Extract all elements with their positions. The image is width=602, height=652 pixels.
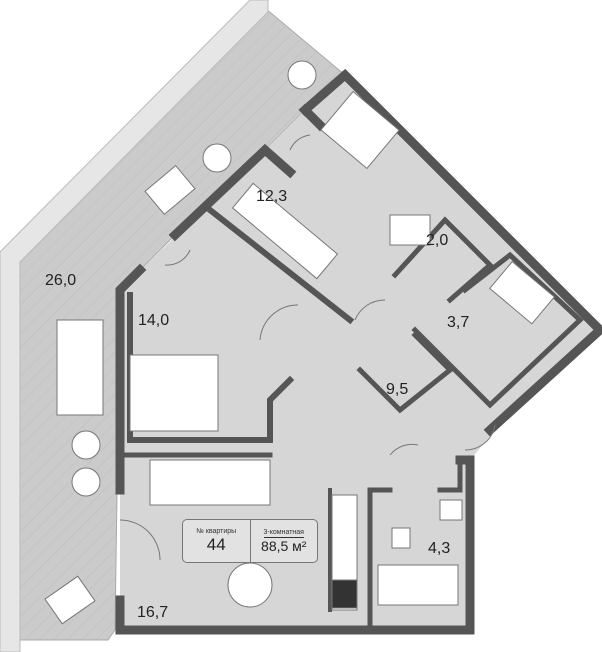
bathtub-2	[377, 564, 459, 606]
terrace-edge	[0, 0, 269, 652]
bed-2	[320, 90, 400, 170]
bed	[129, 354, 219, 432]
sofa-living	[149, 459, 271, 506]
stove	[331, 579, 358, 609]
sofa-terrace	[56, 319, 104, 416]
bathtub-1	[489, 260, 556, 325]
toilet	[391, 527, 411, 549]
furniture	[44, 90, 556, 625]
room-area-bedroom-2: 14,0	[138, 312, 170, 329]
apartment-number: 44	[206, 534, 226, 554]
apartment-info-box: № квартиры 44 3-комнатная 88,5 м²	[182, 519, 318, 563]
dining-table	[227, 562, 273, 608]
desk	[231, 182, 339, 280]
room-area-bathroom-1: 3,7	[447, 314, 470, 331]
desk-2	[389, 214, 431, 246]
sink	[439, 499, 463, 521]
room-area-bedroom-1: 12,3	[256, 188, 288, 205]
chair-terrace-2	[144, 164, 196, 216]
doors	[119, 134, 496, 561]
apartment-area: 88,5 м²	[261, 537, 307, 554]
room-area-storage: 2,0	[426, 232, 449, 249]
room-area-terrace: 26,0	[45, 272, 77, 289]
walls	[115, 68, 602, 635]
chair-terrace	[44, 575, 96, 625]
room-area-bathroom-2: 4,3	[428, 540, 451, 557]
room-area-hall: 9,5	[386, 381, 409, 398]
room-area-living-kitchen: 16,7	[137, 604, 169, 621]
apartment-type: 3-комнатная	[263, 528, 304, 538]
apartment-number-label: № квартиры	[196, 527, 237, 535]
plants	[71, 60, 317, 497]
